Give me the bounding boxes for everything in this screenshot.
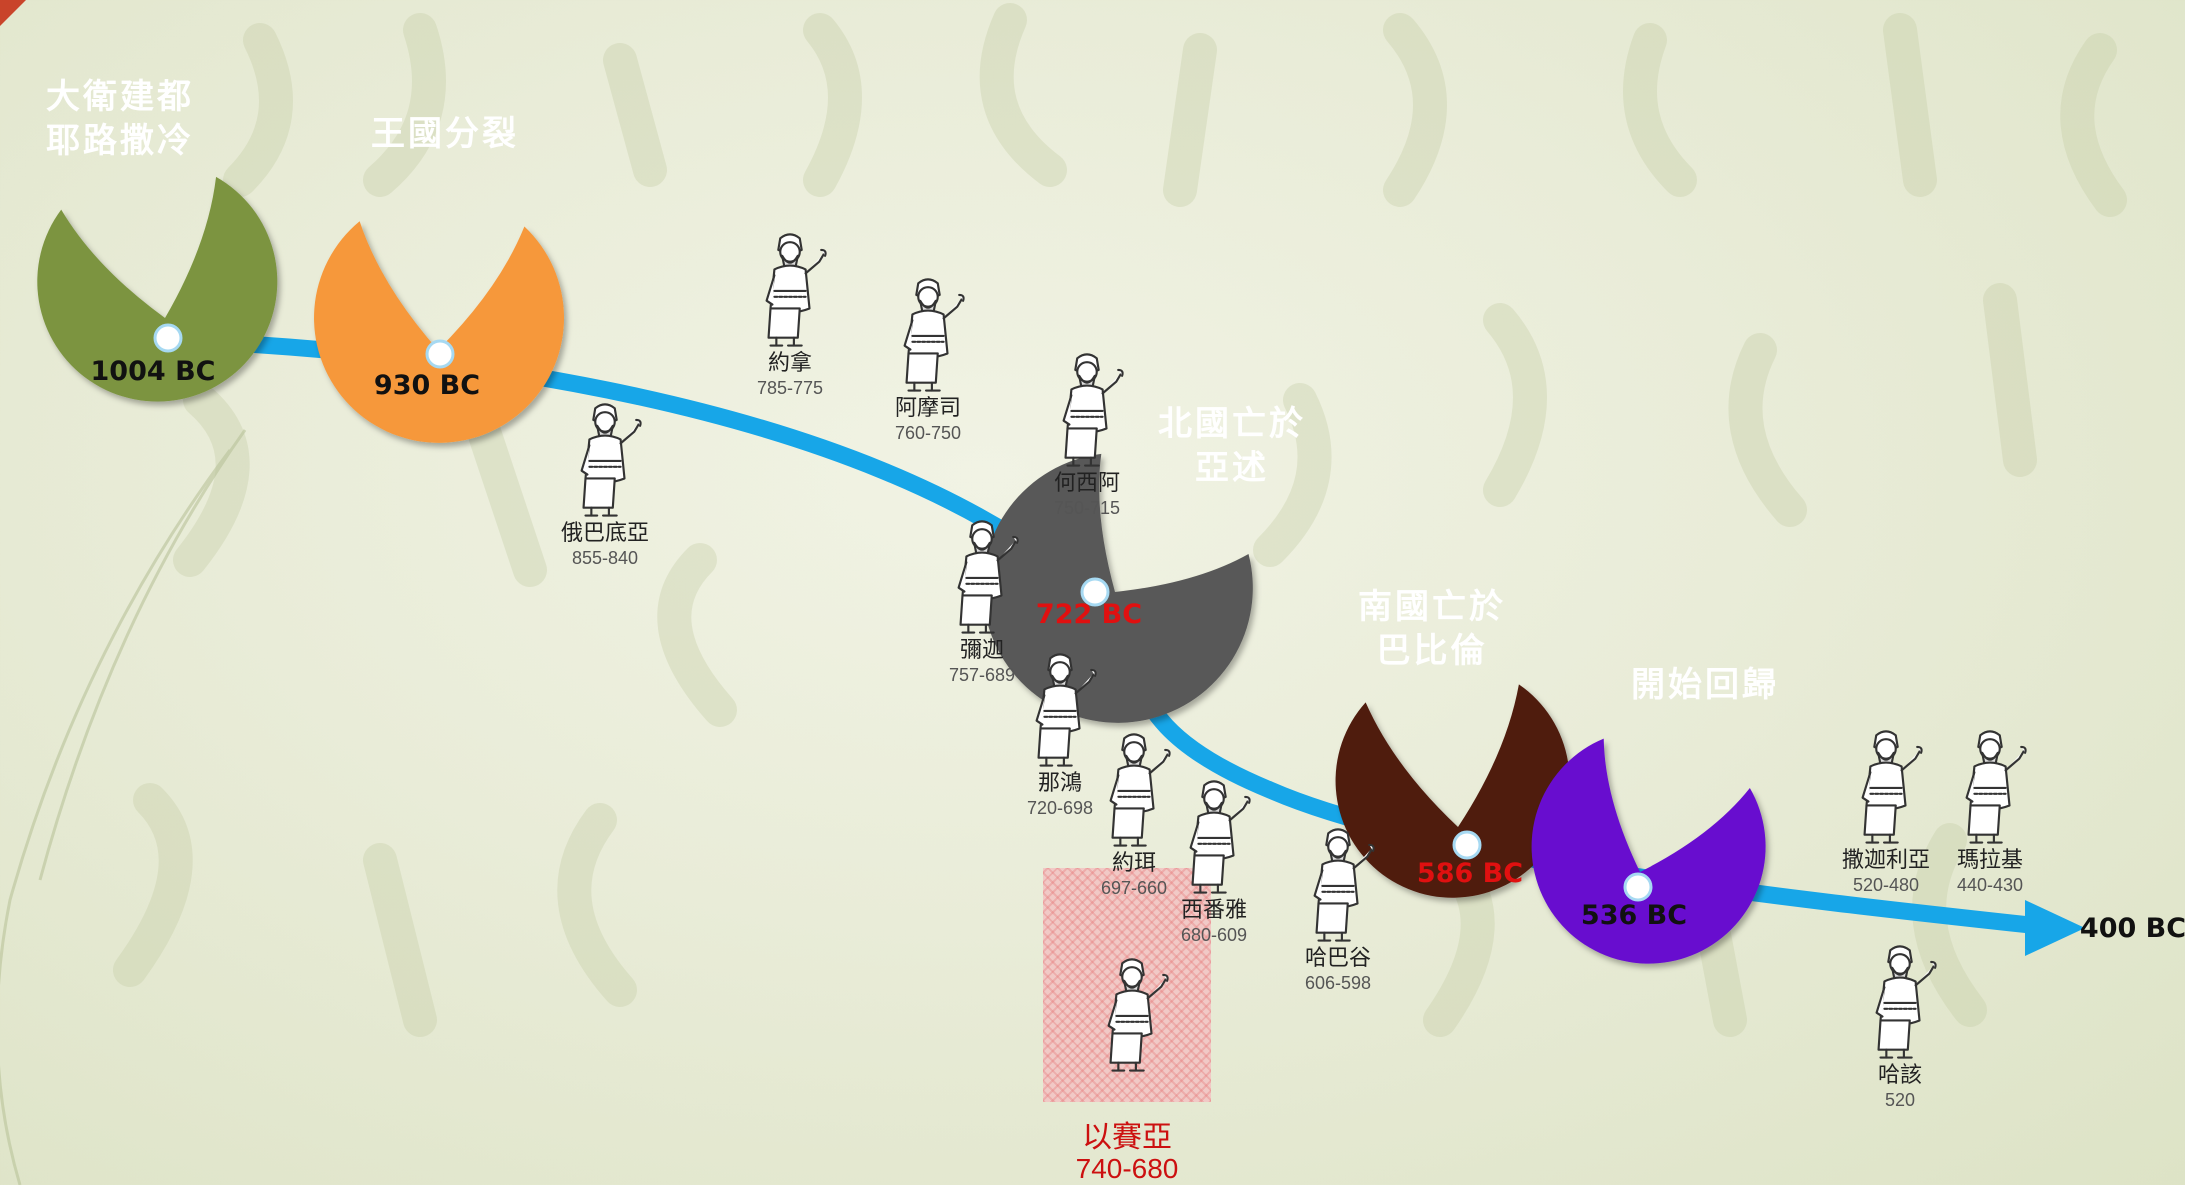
pin-label-david: 大衛建都 耶路撒冷 bbox=[10, 75, 230, 163]
pin-line: 大衛建都 bbox=[46, 77, 194, 117]
prophet-name: 彌迦 bbox=[959, 638, 1004, 663]
prophet-joel: 約珥 697-660 bbox=[1044, 725, 1224, 899]
date-536: 536 BC bbox=[1580, 900, 1688, 931]
prophet-name: 俄巴底亞 bbox=[560, 521, 649, 546]
pin-line: 王國分裂 bbox=[371, 114, 519, 154]
timeline-node bbox=[153, 323, 183, 353]
prophet-years: 520 bbox=[1884, 1090, 1916, 1110]
pin-label-north: 北國亡於 亞述 bbox=[1122, 402, 1342, 490]
prophet-amos: 阿摩司 760-750 bbox=[838, 270, 1018, 444]
prophet-years: 750-715 bbox=[1053, 498, 1121, 518]
timeline-node bbox=[425, 339, 455, 369]
prophet-malachi: 瑪拉基 440-430 bbox=[1900, 722, 2080, 896]
prophet-micah: 彌迦 757-689 bbox=[892, 512, 1072, 686]
prophet-name: 瑪拉基 bbox=[1956, 848, 2023, 873]
prophet-jonah: 約拿 785-775 bbox=[700, 225, 880, 399]
prophet-obadiah: 俄巴底亞 855-840 bbox=[515, 395, 695, 569]
prophet-name: 西番雅 bbox=[1180, 898, 1247, 923]
prophet-figure-icon bbox=[765, 233, 827, 347]
map-pin-return bbox=[1531, 738, 1766, 964]
prophet-years: 440-430 bbox=[1956, 875, 2024, 895]
timeline-node bbox=[1623, 872, 1653, 902]
prophet-zechariah: 撒迦利亞 520-480 bbox=[1796, 722, 1976, 896]
isaiah-name: 以賽亞 bbox=[1082, 1120, 1172, 1155]
prophet-figure-icon bbox=[957, 520, 1019, 634]
pin-line: 南國亡於 bbox=[1358, 587, 1506, 627]
prophet-figure-icon bbox=[1965, 730, 2027, 844]
prophet-figure-icon bbox=[1107, 958, 1169, 1072]
prophet-figure-icon bbox=[1035, 653, 1097, 767]
timeline-node bbox=[1452, 830, 1482, 860]
pin-label-return: 開始回歸 bbox=[1595, 663, 1815, 707]
prophet-figure-icon bbox=[1861, 730, 1923, 844]
pin-label-south: 南國亡於 巴比倫 bbox=[1322, 585, 1542, 673]
prophet-isaiah bbox=[1042, 950, 1222, 1076]
prophet-name: 阿摩司 bbox=[894, 396, 961, 421]
date-930: 930 BC bbox=[373, 370, 481, 401]
date-400: 400 BC bbox=[2079, 913, 2185, 944]
map-pin-south bbox=[1335, 684, 1570, 898]
prophet-years: 606-598 bbox=[1304, 973, 1372, 993]
prophet-name: 哈巴谷 bbox=[1304, 946, 1371, 971]
prophet-hosea: 何西阿 750-715 bbox=[997, 345, 1177, 519]
prophet-figure-icon bbox=[903, 278, 965, 392]
prophet-years: 520-480 bbox=[1852, 875, 1920, 895]
date-586: 586 BC bbox=[1416, 858, 1524, 889]
isaiah-years: 740-680 bbox=[1075, 1153, 1179, 1184]
date-1004: 1004 BC bbox=[90, 356, 216, 387]
prophet-figure-icon bbox=[1109, 733, 1171, 847]
pin-line: 開始回歸 bbox=[1631, 665, 1779, 705]
prophet-name: 何西阿 bbox=[1053, 471, 1120, 496]
prophet-haggai: 哈該 520 bbox=[1810, 937, 1990, 1111]
prophet-name: 撒迦利亞 bbox=[1841, 848, 1930, 873]
prophet-years: 720-698 bbox=[1026, 798, 1094, 818]
pin-line: 北國亡於 bbox=[1158, 404, 1306, 444]
prophet-years: 785-775 bbox=[756, 378, 824, 398]
prophet-name: 約珥 bbox=[1111, 851, 1156, 876]
prophet-figure-icon bbox=[1189, 780, 1251, 894]
timeline-arrowhead bbox=[2025, 900, 2085, 956]
corner-accent bbox=[0, 0, 26, 26]
prophet-zephaniah: 西番雅 680-609 bbox=[1124, 772, 1304, 946]
prophet-years: 697-660 bbox=[1100, 878, 1168, 898]
prophet-years: 757-689 bbox=[948, 665, 1016, 685]
prophet-nahum: 那鴻 720-698 bbox=[970, 645, 1150, 819]
date-722: 722 BC bbox=[1035, 599, 1143, 630]
pin-label-divide: 王國分裂 bbox=[335, 112, 555, 156]
prophet-figure-icon bbox=[1313, 828, 1375, 942]
pin-line: 亞述 bbox=[1195, 448, 1269, 488]
prophet-figure-icon bbox=[1062, 353, 1124, 467]
prophet-years: 680-609 bbox=[1180, 925, 1248, 945]
prophet-name: 哈該 bbox=[1877, 1063, 1922, 1088]
prophet-name: 那鴻 bbox=[1037, 771, 1082, 796]
map-pin-north bbox=[982, 453, 1253, 723]
prophet-habakkuk: 哈巴谷 606-598 bbox=[1248, 820, 1428, 994]
pin-line: 巴比倫 bbox=[1376, 631, 1488, 671]
prophet-figure-icon bbox=[580, 403, 642, 517]
prophet-years: 760-750 bbox=[894, 423, 962, 443]
prophet-name: 約拿 bbox=[767, 351, 812, 376]
prophet-figure-icon bbox=[1875, 945, 1937, 1059]
timeline-node bbox=[1080, 577, 1110, 607]
pin-line: 耶路撒冷 bbox=[46, 121, 194, 161]
map-pin-divide bbox=[314, 221, 565, 443]
prophet-years: 855-840 bbox=[571, 548, 639, 568]
map-pin-david bbox=[37, 176, 278, 402]
